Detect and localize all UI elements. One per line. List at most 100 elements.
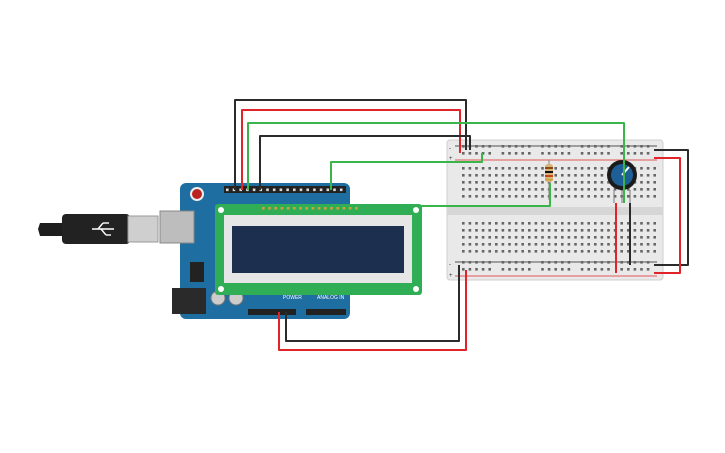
wire-black-top[interactable] [234,99,467,190]
breadboard-hole [594,261,597,264]
breadboard-hole [481,174,485,177]
breadboard-hole [587,167,590,170]
breadboard-hole [462,181,465,184]
breadboard-hole [468,268,472,271]
breadboard-hole [587,145,590,148]
breadboard-hole [561,222,564,225]
lcd-pin [280,207,284,210]
breadboard-hole [561,261,564,264]
breadboard-hole [574,174,577,177]
rail-minus-label: - [449,146,451,152]
breadboard-hole [653,243,656,246]
breadboard-hole [508,174,511,177]
wire-green-resistor[interactable] [420,183,551,207]
rail-plus-label: + [449,156,453,162]
breadboard-hole [488,243,491,246]
wire-green-2[interactable] [330,153,483,190]
wire-red-rail-right[interactable] [654,157,681,274]
breadboard-hole [653,222,656,225]
breadboard-hole [501,236,505,239]
reset-button-icon[interactable] [190,187,204,201]
breadboard-hole [508,243,511,246]
breadboard-hole [633,222,637,225]
wire-red-bottom[interactable] [278,270,467,351]
breadboard-hole [508,250,511,253]
breadboard-hole [462,261,465,264]
breadboard-hole [574,195,577,198]
breadboard-hole [561,250,564,253]
breadboard-hole [541,181,544,184]
breadboard-hole [627,145,630,148]
breadboard-hole [653,174,656,177]
breadboard-hole [468,188,472,191]
potentiometer-icon[interactable] [607,160,637,203]
breadboard-hole [495,181,498,184]
lcd-16x2[interactable] [215,204,422,295]
breadboard-hole [514,250,518,253]
breadboard-hole [541,152,544,155]
usb-cable[interactable] [38,214,159,244]
breadboard-hole [547,222,551,225]
breadboard-hole [627,236,630,239]
breadboard-hole [468,229,472,232]
breadboard-hole [594,152,597,155]
breadboard-hole [640,236,643,239]
breadboard-hole [495,222,498,225]
analog-header[interactable] [306,309,346,315]
wire-black-2[interactable] [259,135,471,190]
breadboard-hole [567,268,571,271]
breadboard-hole [600,167,604,170]
breadboard-hole [508,188,511,191]
resistor-band-4 [545,179,553,181]
breadboard-hole [554,243,557,246]
breadboard-hole [541,188,544,191]
wire-green-pot[interactable] [247,122,625,203]
breadboard-hole [600,261,604,264]
breadboard-hole [646,243,650,246]
wires[interactable] [234,99,689,351]
breadboard-hole [481,152,485,155]
breadboard-hole [594,222,597,225]
breadboard-hole [600,243,604,246]
breadboard-hole [580,222,584,225]
wire-black-bottom[interactable] [285,265,460,342]
breadboard-holes[interactable] [462,145,656,271]
breadboard-hole [501,268,505,271]
lcd-pin [348,207,352,210]
breadboard-hole [633,236,637,239]
breadboard-hole [514,243,518,246]
breadboard-hole [627,152,630,155]
breadboard-hole [554,174,557,177]
breadboard-hole [567,145,571,148]
breadboard-hole [521,167,524,170]
breadboard-hole [508,145,511,148]
breadboard-hole [468,261,472,264]
wire-red-top[interactable] [241,109,461,190]
breadboard-hole [488,236,491,239]
breadboard-hole [594,174,597,177]
breadboard-hole [541,243,544,246]
breadboard-hole [468,243,472,246]
breadboard-hole [462,222,465,225]
breadboard-hole [468,181,472,184]
breadboard-hole [508,195,511,198]
breadboard-hole [481,236,485,239]
breadboard-hole [475,167,478,170]
breadboard-hole [646,195,650,198]
lcd-pin [293,207,296,210]
digital-header[interactable] [224,186,346,193]
breadboard-hole [554,195,557,198]
breadboard-hole [580,188,584,191]
breadboard-hole [580,195,584,198]
resistor-icon[interactable] [545,160,553,200]
power-header[interactable] [248,309,296,315]
breadboard-hole [521,174,524,177]
wire-black-rail-right[interactable] [654,149,689,266]
breadboard-hole [488,181,491,184]
breadboard-hole [561,174,564,177]
breadboard-hole [488,145,491,148]
digital-pin [299,188,303,192]
digital-pin [333,188,336,192]
